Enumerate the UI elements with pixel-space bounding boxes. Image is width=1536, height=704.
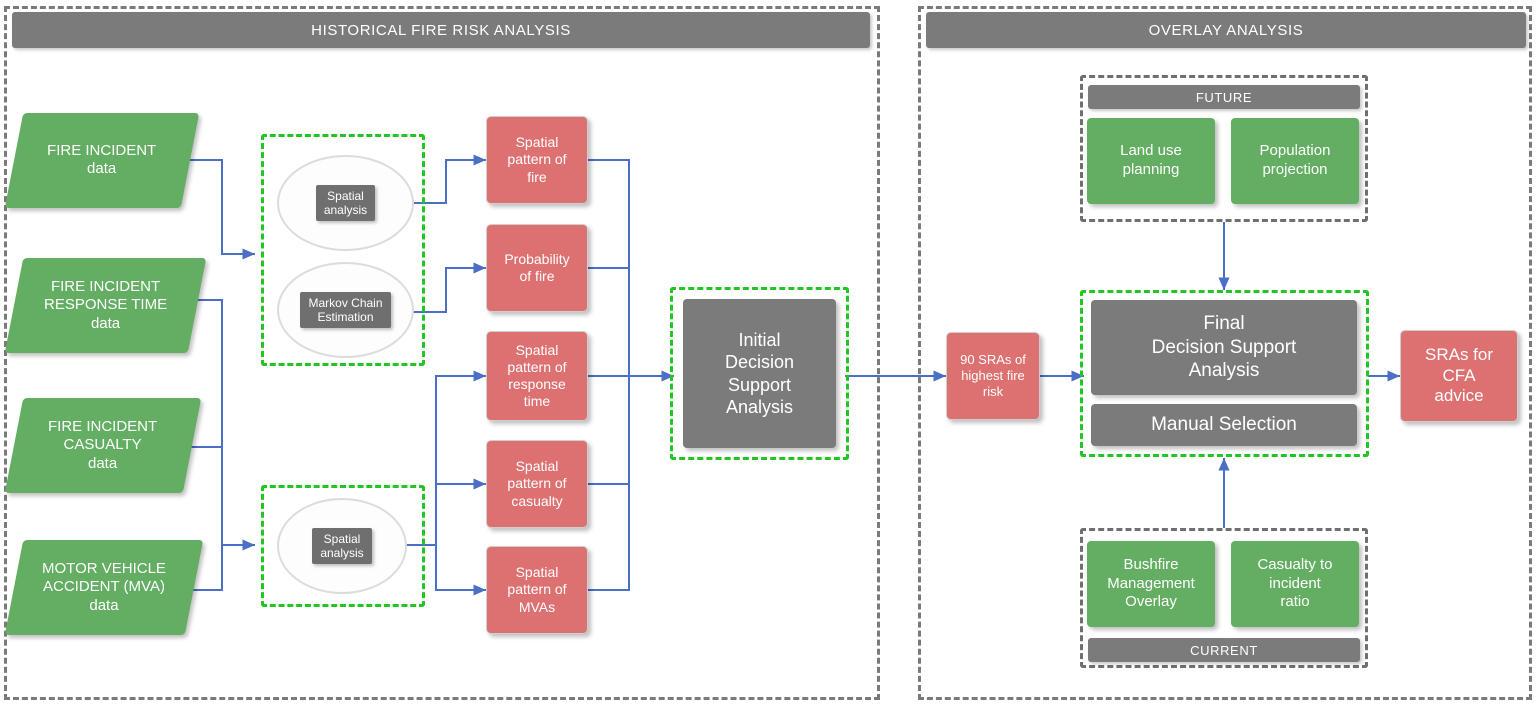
group-upper-analysis-methods	[261, 134, 425, 366]
box-spatial-pattern-of-casualty[interactable]: Spatial pattern of casualty	[486, 440, 588, 528]
panel-title-historical: HISTORICAL FIRE RISK ANALYSIS	[12, 12, 870, 48]
box-manual-selection-label: Manual Selection	[1151, 414, 1297, 436]
box-land-use-planning[interactable]: Land use planning	[1087, 118, 1215, 204]
node-spatial-analysis-top-label: Spatial analysis	[315, 184, 376, 222]
panel-title-overlay: OVERLAY ANALYSIS	[926, 12, 1526, 48]
input-mva-line3: data	[89, 596, 119, 614]
node-spatial-analysis-bottom-label: Spatial analysis	[312, 527, 372, 565]
group-future	[1080, 75, 1368, 222]
panel-title-overlay-text: OVERLAY ANALYSIS	[1148, 21, 1304, 39]
box-sras-for-cfa-advice[interactable]: SRAs for CFA advice	[1400, 330, 1518, 422]
input-response-time-line2: RESPONSE TIME	[43, 296, 168, 314]
box-casualty-to-incident-ratio[interactable]: Casualty to incident ratio	[1231, 541, 1359, 627]
group-current	[1080, 528, 1368, 668]
input-fire-incident-response-time-data[interactable]: FIRE INCIDENT RESPONSE TIME data	[4, 258, 207, 353]
input-fire-incident-line2: data	[87, 160, 117, 178]
node-markov-chain-estimation-label: Markov Chain Estimation	[300, 291, 391, 329]
input-fire-incident-data[interactable]: FIRE INCIDENT data	[4, 113, 200, 208]
node-markov-chain-estimation[interactable]: Markov Chain Estimation	[277, 262, 414, 358]
input-response-time-line1: FIRE INCIDENT	[50, 278, 161, 296]
box-spatial-pattern-of-mvas[interactable]: Spatial pattern of MVAs	[486, 546, 588, 634]
panel-historical-fire-risk-analysis	[4, 6, 880, 700]
box-bushfire-management-overlay[interactable]: Bushfire Management Overlay	[1087, 541, 1215, 627]
box-spatial-pattern-of-response-time[interactable]: Spatial pattern of response time	[486, 331, 588, 421]
box-90-sras-of-highest-fire-risk[interactable]: 90 SRAs of highest fire risk	[946, 332, 1040, 420]
input-casualty-line2: CASUALTY	[63, 436, 143, 454]
input-casualty-line1: FIRE INCIDENT	[48, 418, 158, 436]
box-probability-of-fire[interactable]: Probability of fire	[486, 224, 588, 312]
group-future-title: FUTURE	[1088, 85, 1360, 109]
box-population-projection[interactable]: Population projection	[1231, 118, 1359, 204]
input-fire-incident-line1: FIRE INCIDENT	[47, 142, 157, 160]
panel-overlay-analysis	[918, 6, 1532, 700]
group-final-decision-support-analysis	[1080, 290, 1369, 457]
input-casualty-line3: data	[88, 454, 118, 472]
group-initial-decision-support-analysis	[670, 287, 849, 460]
box-final-decision-support-analysis[interactable]: Final Decision Support Analysis	[1091, 300, 1357, 395]
input-mva-line2: ACCIDENT (MVA)	[43, 578, 165, 596]
group-lower-analysis-methods	[261, 485, 425, 607]
box-manual-selection[interactable]: Manual Selection	[1091, 404, 1357, 446]
panel-title-historical-text: HISTORICAL FIRE RISK ANALYSIS	[311, 21, 571, 39]
input-motor-vehicle-accident-data[interactable]: MOTOR VEHICLE ACCIDENT (MVA) data	[4, 540, 204, 635]
input-fire-incident-casualty-data[interactable]: FIRE INCIDENT CASUALTY data	[4, 398, 202, 493]
box-spatial-pattern-of-fire[interactable]: Spatial pattern of fire	[486, 116, 588, 204]
node-spatial-analysis-top[interactable]: Spatial analysis	[277, 155, 414, 251]
input-response-time-line3: data	[90, 314, 121, 332]
node-spatial-analysis-bottom[interactable]: Spatial analysis	[277, 498, 407, 594]
input-mva-line1: MOTOR VEHICLE	[42, 560, 166, 578]
group-current-title: CURRENT	[1088, 638, 1360, 662]
box-initial-decision-support-analysis[interactable]: Initial Decision Support Analysis	[683, 299, 836, 448]
